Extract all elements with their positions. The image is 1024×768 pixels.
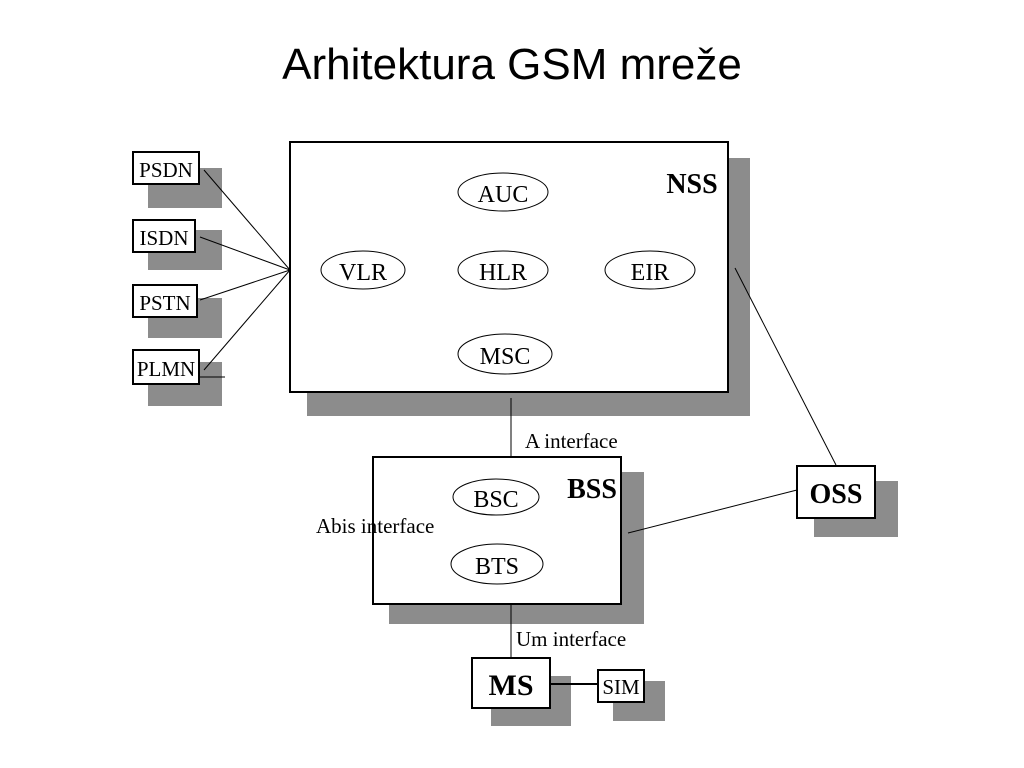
msc-label: MSC — [480, 344, 531, 370]
msc-node: MSC — [457, 333, 553, 375]
abis-interface-label: Abis interface — [316, 514, 434, 538]
ms-box: MS — [471, 657, 551, 709]
hlr-node: HLR — [457, 250, 549, 290]
eir-node: EIR — [604, 250, 696, 290]
auc-node: AUC — [457, 172, 549, 212]
psdn-box: PSDN — [132, 151, 200, 185]
psdn-link — [203, 169, 291, 271]
um-interface-label: Um interface — [516, 627, 626, 651]
isdn-link — [199, 236, 291, 271]
pstn-box: PSTN — [132, 284, 198, 318]
pstn-link — [199, 269, 291, 301]
vlr-label: VLR — [339, 260, 387, 286]
plmn-label: PLMN — [137, 357, 195, 381]
bts-label: BTS — [475, 554, 519, 580]
external-networks: PSDN ISDN PSTN PLMN — [132, 151, 200, 385]
plmn-box: PLMN — [132, 349, 200, 385]
nss-label: NSS — [666, 169, 717, 200]
nss-oss-link — [734, 267, 837, 466]
sim-label: SIM — [602, 675, 640, 699]
bsc-label: BSC — [473, 487, 518, 513]
nss-block: NSS AUC HLR VLR EIR MSC — [289, 141, 729, 393]
oss-box: OSS — [796, 465, 876, 519]
isdn-box: ISDN — [132, 219, 196, 253]
plmn-link — [203, 269, 291, 371]
eir-label: EIR — [631, 260, 670, 286]
ms-label: MS — [489, 669, 534, 702]
vlr-node: VLR — [320, 250, 406, 290]
bts-node: BTS — [450, 543, 544, 585]
bss-block: BSS BSC BTS — [372, 456, 622, 605]
isdn-label: ISDN — [139, 226, 188, 250]
bss-oss-link — [627, 489, 798, 534]
sim-box: SIM — [597, 669, 645, 703]
slide-title: Arhitektura GSM mreže — [282, 40, 742, 89]
a-interface-label: A interface — [525, 429, 618, 453]
hlr-label: HLR — [479, 260, 527, 286]
bsc-node: BSC — [452, 478, 540, 516]
bss-label: BSS — [567, 474, 617, 505]
auc-label: AUC — [478, 182, 529, 208]
psdn-label: PSDN — [139, 158, 193, 182]
pstn-label: PSTN — [139, 291, 190, 315]
oss-label: OSS — [810, 479, 863, 510]
